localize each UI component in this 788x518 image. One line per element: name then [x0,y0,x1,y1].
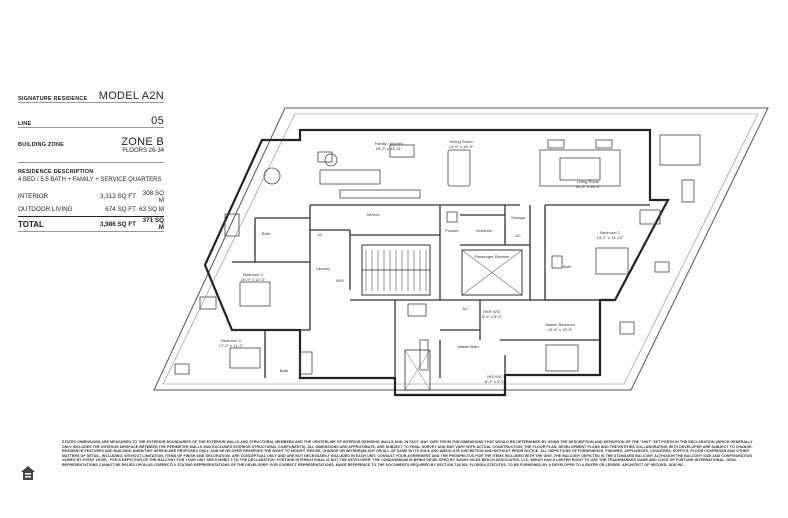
room-master: Master Bedroom [545,322,575,327]
room-service: Service [366,212,380,217]
description-block: RESIDENCE DESCRIPTION 4 BED / 5.5 BATH +… [18,163,164,183]
outdoor-sqft: 674 SQ FT [105,206,136,213]
line-row: LINE 05 [18,103,164,128]
room-elevator: Passenger Elevator [475,254,511,259]
room-dining-dim: 13'-6" x 16'-9" [449,144,474,149]
zone-label: BUILDING ZONE [18,142,64,148]
room-master-bath: Master Bath [457,344,479,349]
description-title: RESIDENCE DESCRIPTION [18,169,94,175]
room-dining: Dining Room [449,139,473,144]
room-bedroom4: Bedroom 4 [243,272,263,277]
line-label: LINE [18,121,32,127]
residence-label: SIGNATURE RESIDENCE [18,96,88,102]
zone-row: BUILDING ZONE ZONE B FLOORS 26-34 [18,128,164,163]
floor-plan: Family / Kitchen 26'-3" x 14'-11" Dining… [153,107,769,397]
room-her-wic-dim: 8'-9" x 6'-8" [482,314,503,319]
room-labels: Family / Kitchen 26'-3" x 14'-11" Dining… [219,139,624,384]
stair [361,244,431,296]
model-name: MODEL A2N [98,90,164,102]
room-bath-3: Bath [280,368,288,373]
zone-value: ZONE B [121,136,164,148]
total-row: TOTAL 3,986 SQ FT 371 SQ M [18,216,164,232]
room-laundry: Laundry [316,266,330,271]
room-bedroom3-dim: 17'-0" x 11'-2" [219,343,244,348]
interior-walls [232,204,650,378]
description-text: 4 BED / 5.5 BATH + FAMILY + SERVICE QUAR… [18,177,162,183]
spec-panel: SIGNATURE RESIDENCE MODEL A2N LINE 05 BU… [18,80,164,232]
interior-row: INTERIOR 3,312 SQ FT 308 SQ M [18,189,164,204]
outdoor-row: OUTDOOR LIVING 674 SQ FT 63 SQ M [18,203,164,216]
interior-label: INTERIOR [18,193,49,200]
furniture [174,134,701,375]
room-living: Living Room [577,179,600,184]
room-living-dim: 26'-9" x 16'-0" [576,184,601,189]
room-bath-1: Bath [262,231,270,236]
total-sqm: 371 SQ M [142,217,164,231]
room-ac-3: AC [462,306,468,311]
room-ac-2: AC [515,233,521,238]
room-bedroom2-dim: 13'-2" x 14'-10" [597,235,624,240]
room-storage: Storage [511,215,526,220]
room-family-kitchen: Family / Kitchen [375,141,403,146]
elevator [404,249,523,391]
room-bedroom4-dim: 10'-9" x 12'-0" [241,277,266,282]
residence-row: SIGNATURE RESIDENCE MODEL A2N [18,80,164,103]
room-bedroom3: Bedroom 3 [221,338,241,343]
equal-housing-icon [21,466,35,480]
room-her-wic: HER WIC [483,309,500,314]
line-value: 05 [151,115,164,127]
room-bedroom2: Bedroom 2 [600,230,620,235]
room-ac-1: AC [317,232,323,237]
room-master-dim: 15'-6" x 15'-9" [548,327,573,332]
floors-value: FLOORS 26-34 [122,148,164,154]
legal-disclaimer: STATED DIMENSIONS ARE MEASURED TO THE EX… [62,440,753,467]
room-wd: W/D [336,278,344,283]
balcony-rail [162,113,759,385]
room-vestibule: Vestibule [476,228,493,233]
room-powder: Powder [445,228,459,233]
interior-sqm: 308 SQ M [142,189,164,204]
interior-sqft: 3,312 SQ FT [99,193,136,200]
room-his-wic-dim: 8'-1" x 5'-1" [485,379,506,384]
room-family-kitchen-dim: 26'-3" x 14'-11" [376,146,403,151]
total-sqft: 3,986 SQ FT [99,220,136,228]
room-bath-2: Bath [563,264,571,269]
area-table: INTERIOR 3,312 SQ FT 308 SQ M OUTDOOR LI… [18,190,164,232]
exterior-walls [203,128,670,397]
outdoor-label: OUTDOOR LIVING [18,206,73,213]
balcony-outline [153,107,769,391]
outdoor-sqm: 63 SQ M [139,206,164,213]
total-label: TOTAL [18,219,44,229]
room-his-wic: HIS WIC [487,374,503,379]
